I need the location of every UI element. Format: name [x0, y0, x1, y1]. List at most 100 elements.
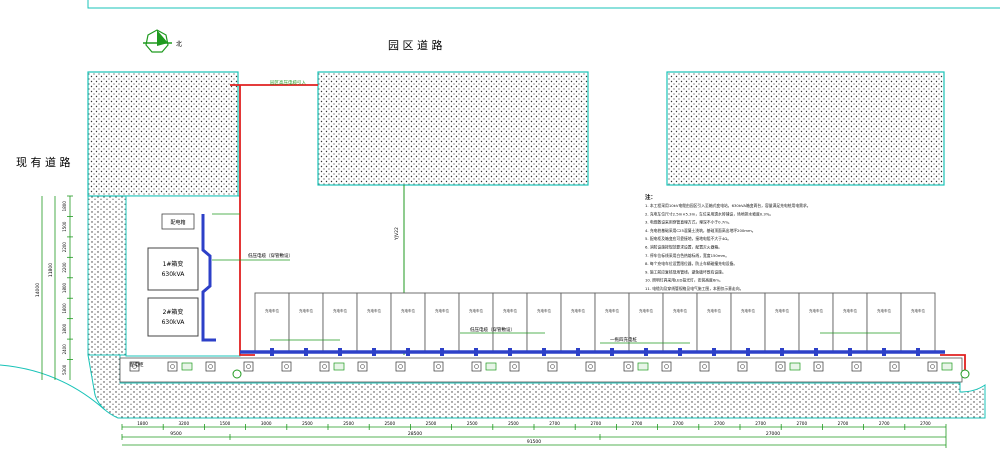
charger-unit	[813, 361, 824, 372]
parking-stall	[866, 292, 902, 352]
charger-unit-dot	[474, 364, 479, 369]
dim-text: 1800	[62, 201, 67, 212]
parking-stall	[458, 292, 494, 352]
parking-stall	[662, 292, 698, 352]
cable-label-run1: 低压电缆（穿管敷设）	[248, 252, 293, 259]
dim-text: 2700	[632, 421, 643, 426]
charger-units	[129, 361, 970, 379]
charger-unit-dot	[170, 364, 175, 369]
dim-text: 2500	[508, 421, 519, 426]
note-line: 9. 施工前应复核现场管线，避免破坏既有设施。	[645, 269, 726, 274]
note-line: 1. 本工程采用10kV电缆由园区引入至箱式变电站，630kVA箱变两台，容量满…	[645, 203, 811, 208]
charger-unit-dot	[854, 364, 859, 369]
dim-text: 1500	[62, 221, 67, 232]
charger-unit	[205, 361, 216, 372]
dim-text: 2700	[838, 421, 849, 426]
stall-label: 充电车位	[367, 308, 381, 313]
charger-pedestal	[485, 362, 497, 371]
transformer-2-spec: 630kVA	[162, 319, 186, 326]
charger-unit-dot	[892, 364, 897, 369]
dim-text: 2500	[467, 421, 478, 426]
dim-text-total: 9500	[170, 431, 182, 437]
charger-unit	[889, 361, 900, 372]
dim-text: 2700	[755, 421, 766, 426]
charger-pedestal	[789, 362, 801, 371]
north-label: 北	[176, 40, 182, 48]
parking-stall	[390, 292, 426, 352]
charger-unit	[129, 361, 140, 372]
charger-unit-dot	[626, 364, 631, 369]
parking-stall	[288, 292, 324, 352]
parking-stall	[730, 292, 766, 352]
dim-text-total: 14000	[35, 283, 41, 297]
parking-stall	[628, 292, 664, 352]
stall-label: 充电车位	[299, 308, 313, 313]
dim-text-total: 11800	[48, 263, 54, 277]
charging-stalls: 充电车位充电车位充电车位充电车位充电车位充电车位充电车位充电车位充电车位充电车位…	[254, 292, 936, 352]
note-line: 4. 充电桩基础采用C25混凝土浇筑，基础顶面高出地坪200mm。	[645, 228, 756, 233]
dim-text: 2500	[343, 421, 354, 426]
bus-tap	[440, 348, 444, 356]
legend-label-1: 配电柜	[130, 361, 144, 368]
distribution-box-label: 配电箱	[170, 219, 185, 226]
charger-unit-dot	[322, 364, 327, 369]
stall-label: 充电车位	[469, 308, 483, 313]
stall-label: 充电车位	[435, 308, 449, 313]
building-block-left	[87, 71, 239, 197]
dim-text: 2700	[796, 421, 807, 426]
dim-text: 2700	[590, 421, 601, 426]
dim-text: 2200	[62, 262, 67, 273]
dim-text: 1500	[220, 421, 231, 426]
dim-text: 2700	[673, 421, 684, 426]
charger-unit-dot	[132, 364, 137, 369]
charger-unit-dot	[360, 364, 365, 369]
charger-unit	[395, 361, 406, 372]
charger-unit-dot	[550, 364, 555, 369]
stall-label: 充电车位	[673, 308, 687, 313]
charger-unit-dot	[284, 364, 289, 369]
charger-unit	[737, 361, 748, 372]
cable-label-vertical: YJV22	[394, 227, 400, 241]
charger-unit	[699, 361, 710, 372]
stall-label: 充电车位	[639, 308, 653, 313]
parking-stall	[832, 292, 868, 352]
bottom-hatch-band	[87, 354, 986, 419]
dim-text-total: 28500	[408, 431, 422, 437]
bus-bar-ticks	[270, 348, 920, 356]
bus-tap	[814, 348, 818, 356]
cable-label-entry: 园区高压电缆引入	[270, 79, 306, 86]
charger-unit-dot	[778, 364, 783, 369]
left-dimensions: 1800150022002200180018001800240053001180…	[35, 195, 73, 380]
charger-unit-dot	[816, 364, 821, 369]
parking-stall	[764, 292, 800, 352]
dim-text: 2500	[302, 421, 313, 426]
grounding-icon	[960, 369, 970, 379]
charger-pedestal	[181, 362, 193, 371]
design-notes: 注： 1. 本工程采用10kV电缆由园区引入至箱式变电站，630kVA箱变两台，…	[645, 193, 811, 291]
bus-tap	[542, 348, 546, 356]
dim-text: 2700	[714, 421, 725, 426]
charger-unit	[243, 361, 254, 372]
dim-text: 5300	[62, 364, 67, 375]
parking-stall	[900, 292, 936, 352]
bus-tap	[848, 348, 852, 356]
road-boundary-left	[0, 364, 106, 411]
charger-unit	[319, 361, 330, 372]
charger-unit-dot	[246, 364, 251, 369]
note-line: 5. 配电柜及箱变应可靠接地，接地电阻不大于4Ω。	[645, 236, 731, 241]
stall-label: 充电车位	[877, 308, 891, 313]
charger-pedestal	[333, 362, 345, 371]
charger-unit	[927, 361, 938, 372]
bus-tray-yard	[201, 214, 216, 342]
note-line: 3. 电缆敷设采用穿管直埋方式，埋深不小于0.7m。	[645, 220, 732, 225]
stall-label: 充电车位	[911, 308, 925, 313]
bus-tap	[882, 348, 886, 356]
dim-text: 1800	[62, 303, 67, 314]
hv-cable	[230, 84, 318, 356]
stall-label: 充电车位	[537, 308, 551, 313]
parking-stall	[492, 292, 528, 352]
charger-unit-dot	[930, 364, 935, 369]
parking-stall	[798, 292, 834, 352]
